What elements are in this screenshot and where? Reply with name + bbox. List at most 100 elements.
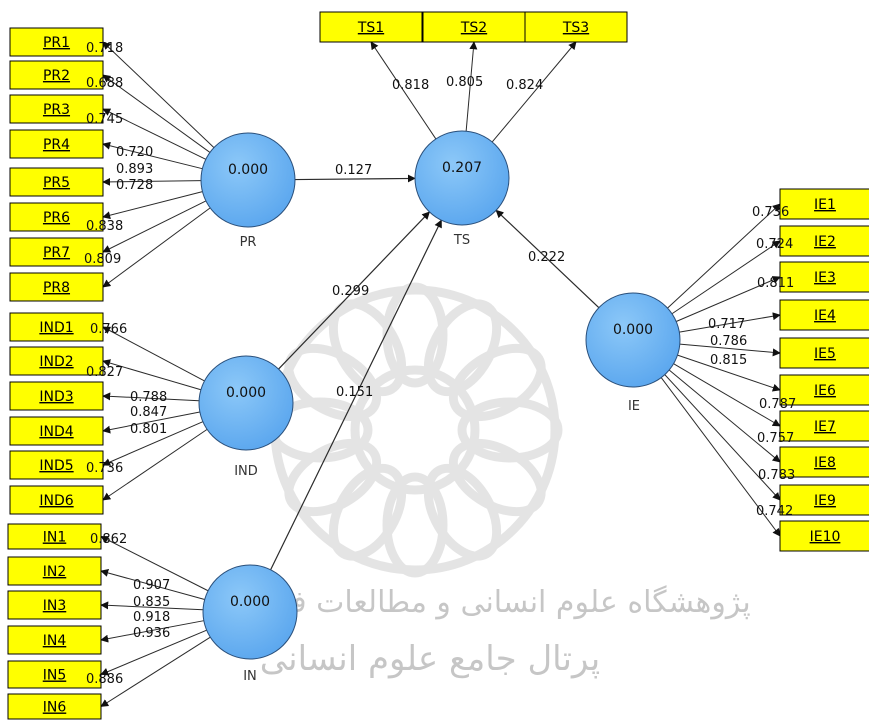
indicator-box-ind3[interactable]: IND3 — [9, 381, 104, 411]
loading-arrow — [102, 200, 207, 253]
labels-layer: 0.7180.6880.7450.7200.8930.7280.8380.809… — [84, 41, 796, 687]
indicator-box-ie7[interactable]: IE7 — [779, 410, 869, 442]
loading-arrow — [102, 428, 208, 501]
indicator-box-ts1[interactable]: TS1 — [319, 11, 423, 43]
indicator-box-ind4[interactable]: IND4 — [9, 416, 104, 446]
loading-value: 0.818 — [392, 78, 429, 93]
loading-value: 0.718 — [86, 41, 123, 56]
indicator-box-ts2[interactable]: TS2 — [422, 11, 526, 43]
watermark-line-1: پژوهشگاه علوم انسانی و مطالعات فرهنگی — [209, 585, 751, 620]
indicator-box-pr2[interactable]: PR2 — [9, 60, 104, 90]
indicator-box-in6[interactable]: IN6 — [7, 693, 102, 720]
indicator-label: IND2 — [39, 354, 73, 370]
loading-arrow — [102, 177, 202, 186]
indicator-box-ind2[interactable]: IND2 — [9, 346, 104, 376]
indicator-label: IN2 — [43, 564, 67, 580]
indicator-label: IND1 — [39, 320, 73, 336]
indicator-box-ie5[interactable]: IE5 — [779, 337, 869, 369]
indicator-box-in3[interactable]: IN3 — [7, 590, 102, 620]
indicator-box-ind5[interactable]: IND5 — [9, 450, 104, 480]
loading-value: 0.811 — [757, 276, 794, 291]
path-arrow-in-to-ts — [270, 219, 442, 571]
loading-arrow — [102, 411, 200, 434]
indicator-box-ie9[interactable]: IE9 — [779, 484, 869, 516]
indicator-box-ts3[interactable]: TS3 — [524, 11, 628, 43]
indicator-label: IND3 — [39, 389, 73, 405]
loading-value: 0.787 — [759, 397, 796, 412]
indicator-box-pr8[interactable]: PR8 — [9, 272, 104, 302]
indicator-box-ie8[interactable]: IE8 — [779, 446, 869, 478]
loading-value: 0.835 — [133, 595, 170, 610]
construct-value: 0.000 — [226, 385, 266, 401]
loading-value: 0.717 — [708, 317, 745, 332]
loading-arrow — [100, 536, 209, 592]
loading-arrow — [679, 343, 781, 357]
loading-arrow — [102, 392, 200, 402]
path-coefficient: 0.222 — [528, 250, 565, 265]
indicator-box-in5[interactable]: IN5 — [7, 660, 102, 689]
indicator-box-in1[interactable]: IN1 — [7, 523, 102, 550]
indicator-box-pr7[interactable]: PR7 — [9, 237, 104, 267]
loading-arrow — [677, 354, 781, 392]
indicator-label: PR3 — [43, 102, 70, 118]
loading-value: 0.688 — [86, 76, 123, 91]
loading-value: 0.827 — [86, 365, 123, 380]
path-arrow-pr-to-ts — [294, 174, 416, 183]
indicator-box-pr6[interactable]: PR6 — [9, 202, 104, 232]
loading-value: 0.745 — [86, 112, 123, 127]
indicator-box-pr1[interactable]: PR1 — [9, 27, 104, 57]
construct-label: TS — [453, 233, 470, 248]
loading-arrow — [679, 312, 781, 333]
loading-value: 0.838 — [86, 219, 123, 234]
construct-label: IND — [234, 464, 258, 479]
path-arrow-ie-to-ts — [495, 209, 600, 309]
construct-label: IN — [243, 669, 257, 684]
loading-arrow — [100, 601, 204, 611]
indicator-label: IE4 — [814, 308, 836, 324]
indicator-box-pr4[interactable]: PR4 — [9, 129, 104, 159]
indicator-box-pr5[interactable]: PR5 — [9, 167, 104, 197]
indicator-label: IND5 — [39, 458, 73, 474]
loading-value: 0.742 — [756, 504, 793, 519]
indicator-box-ie10[interactable]: IE10 — [779, 520, 869, 552]
loading-value: 0.907 — [133, 578, 170, 593]
indicator-box-ind6[interactable]: IND6 — [9, 485, 104, 515]
loading-arrow — [370, 41, 437, 140]
loading-arrow — [100, 569, 205, 601]
loading-value: 0.809 — [84, 252, 121, 267]
indicator-box-pr3[interactable]: PR3 — [9, 94, 104, 124]
loading-value: 0.724 — [756, 237, 793, 252]
indicator-box-ind1[interactable]: IND1 — [9, 312, 104, 342]
nodes-layer: PR1PR2PR3PR4PR5PR6PR7PR8IND1IND2IND3IND4… — [7, 11, 869, 720]
indicator-label: IE1 — [814, 197, 836, 213]
indicator-box-ie6[interactable]: IE6 — [779, 374, 869, 406]
loading-arrow — [465, 41, 478, 132]
indicator-box-in4[interactable]: IN4 — [7, 625, 102, 655]
loading-value: 0.886 — [86, 672, 123, 687]
indicator-box-ie3[interactable]: IE3 — [779, 261, 869, 293]
indicator-box-ie2[interactable]: IE2 — [779, 225, 869, 257]
loading-arrow — [102, 359, 202, 391]
loading-value: 0.783 — [758, 468, 795, 483]
loading-arrow — [671, 240, 781, 315]
indicator-box-ie1[interactable]: IE1 — [779, 188, 869, 220]
indicator-label: IE6 — [814, 383, 836, 399]
loading-value: 0.728 — [116, 178, 153, 193]
construct-label: PR — [240, 235, 257, 250]
indicator-label: PR1 — [43, 35, 70, 51]
indicator-label: IE8 — [814, 455, 836, 471]
loading-arrow — [102, 191, 203, 220]
loading-arrow — [102, 41, 215, 148]
indicator-box-in2[interactable]: IN2 — [7, 556, 102, 586]
indicator-label: PR4 — [43, 137, 70, 153]
construct-value: 0.000 — [228, 162, 268, 178]
indicator-box-ie4[interactable]: IE4 — [779, 299, 869, 331]
watermark-line-2: پرتال جامع علوم انسانی — [260, 639, 600, 679]
construct-value: 0.000 — [613, 322, 653, 338]
